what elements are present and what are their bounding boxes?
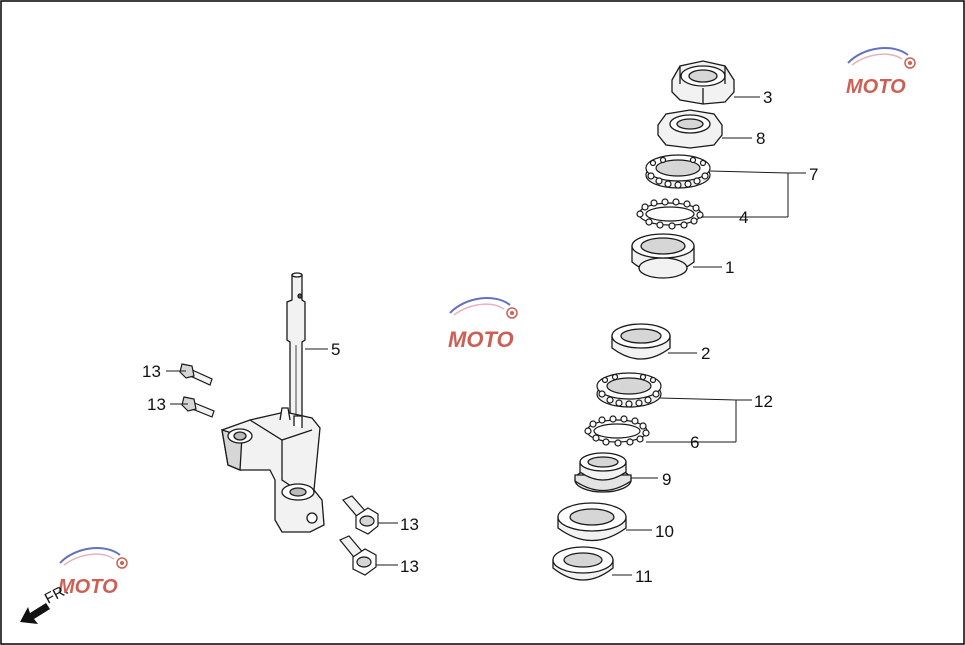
part-10-dust-seal bbox=[557, 502, 627, 541]
callout-9: 9 bbox=[662, 470, 671, 489]
callout-labels: 3 8 7 4 1 5 2 12 6 9 10 11 13 13 13 13 bbox=[142, 88, 818, 586]
callout-6: 6 bbox=[690, 433, 699, 452]
part-11-washer bbox=[552, 546, 614, 581]
part-3-lock-nut bbox=[671, 60, 735, 105]
part-9-bottom-cone bbox=[574, 452, 632, 493]
part-12-ball-race bbox=[596, 372, 662, 408]
part-2-lower-race bbox=[611, 323, 671, 360]
callout-13-lower-left: 13 bbox=[147, 395, 166, 414]
callout-13-lower-right: 13 bbox=[400, 557, 419, 576]
part-1-top-race bbox=[631, 233, 695, 279]
leader-lines bbox=[166, 96, 806, 576]
part-6-ball-retainer bbox=[584, 415, 650, 447]
callout-5: 5 bbox=[331, 340, 340, 359]
callout-3: 3 bbox=[763, 88, 772, 107]
watermark-bottom-left: MOTO bbox=[58, 547, 128, 598]
watermark-text: MOTO bbox=[448, 327, 514, 352]
part-8-adjusting-nut bbox=[657, 109, 723, 149]
callout-2: 2 bbox=[701, 344, 710, 363]
callout-7: 7 bbox=[809, 165, 818, 184]
part-13-bolt-lower-left bbox=[181, 396, 215, 418]
callout-11: 11 bbox=[635, 567, 653, 586]
front-arrow-icon bbox=[20, 603, 50, 624]
callout-4: 4 bbox=[739, 208, 748, 227]
callout-13-upper-left: 13 bbox=[142, 362, 161, 381]
part-13-bolt-upper-left bbox=[179, 363, 213, 386]
callout-10: 10 bbox=[655, 522, 674, 541]
part-13-bolt-nut-upper bbox=[342, 495, 379, 535]
callout-8: 8 bbox=[756, 129, 765, 148]
front-direction-indicator: FR. bbox=[20, 581, 71, 624]
part-4-ball-retainer bbox=[636, 198, 704, 230]
part-7-ball-race bbox=[645, 154, 711, 189]
callout-13-upper-right: 13 bbox=[400, 515, 419, 534]
part-5-steering-stem bbox=[221, 272, 325, 533]
watermark-center: MOTO bbox=[448, 297, 518, 352]
callout-1: 1 bbox=[725, 258, 734, 277]
part-13-bolt-nut-lower bbox=[339, 535, 377, 576]
callout-12: 12 bbox=[754, 392, 773, 411]
watermark-top-right: MOTO bbox=[846, 47, 916, 98]
watermark-text: MOTO bbox=[846, 76, 906, 98]
watermark-text: MOTO bbox=[58, 576, 118, 598]
